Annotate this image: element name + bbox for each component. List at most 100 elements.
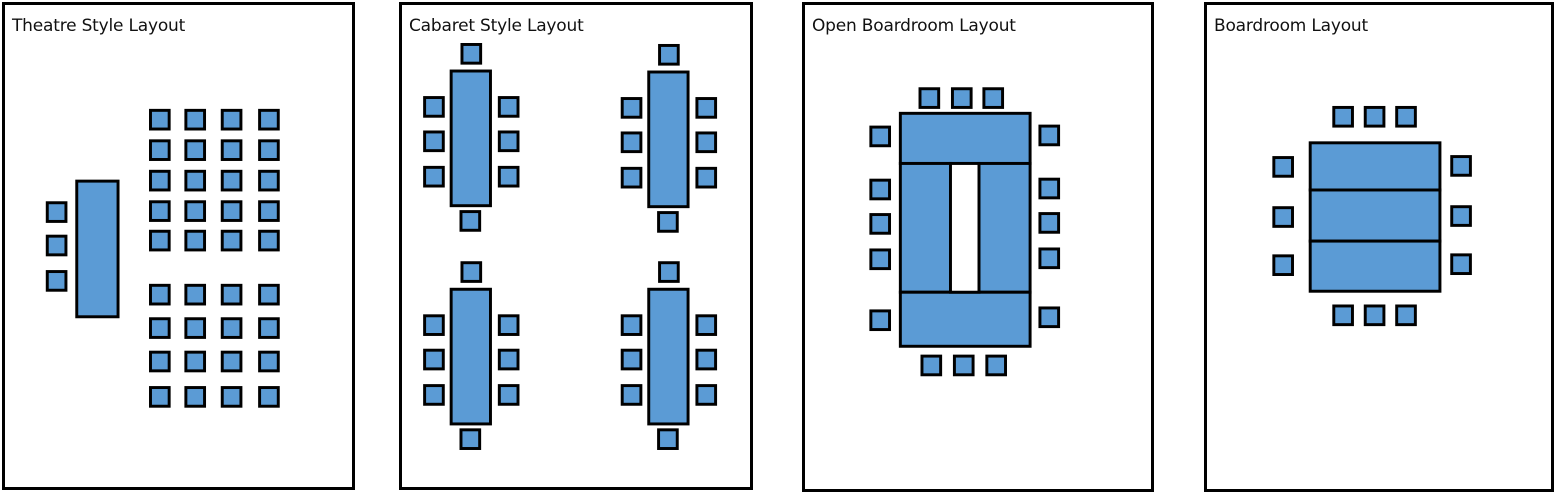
- seat: [220, 200, 243, 222]
- chair: [1450, 205, 1472, 227]
- chair: [1395, 105, 1417, 128]
- chair: [1038, 247, 1061, 270]
- seat: [184, 317, 207, 339]
- chair: [497, 96, 520, 118]
- chair: [695, 166, 718, 189]
- cabaret-table-group: [620, 43, 718, 233]
- chair: [918, 87, 941, 109]
- table: [647, 70, 690, 209]
- presenter-chair: [45, 270, 68, 292]
- boardroom-layout-diagram: [1272, 105, 1472, 327]
- chair: [459, 428, 482, 450]
- seat: [149, 200, 171, 222]
- chair: [1332, 105, 1354, 128]
- chair: [869, 178, 892, 201]
- cabaret-layout-diagram: [423, 43, 718, 450]
- seat: [258, 283, 280, 306]
- chair: [1038, 177, 1061, 200]
- chair: [423, 314, 445, 336]
- seat: [149, 108, 171, 131]
- chair: [620, 348, 643, 371]
- seat: [220, 386, 243, 408]
- seat: [149, 350, 171, 373]
- seat: [149, 386, 171, 408]
- chair: [459, 210, 482, 232]
- chair: [985, 354, 1007, 377]
- seat: [258, 350, 280, 373]
- cabaret-table-group: [423, 261, 520, 450]
- chair: [1363, 304, 1386, 327]
- chair: [620, 314, 643, 336]
- table-segment: [1308, 188, 1442, 243]
- seat: [258, 317, 280, 339]
- seat: [149, 229, 171, 252]
- table-top-segment: [898, 111, 1032, 165]
- audience-seating: [149, 108, 280, 408]
- seat: [184, 229, 207, 252]
- chair: [1038, 306, 1061, 329]
- seat: [184, 139, 207, 161]
- cabaret-table-group: [620, 261, 718, 450]
- theatre-layout-panel: Theatre Style Layout: [2, 2, 355, 490]
- open-boardroom-layout-panel: Open Boardroom Layout: [802, 2, 1154, 492]
- chair: [695, 97, 718, 119]
- chair: [423, 348, 445, 371]
- seat: [220, 139, 243, 161]
- chair: [1272, 206, 1294, 228]
- seat: [220, 283, 243, 306]
- boardroom-layout-panel: Boardroom Layout: [1204, 2, 1554, 492]
- seat: [258, 229, 280, 252]
- open-boardroom-layout-diagram: [869, 87, 1061, 377]
- chair: [657, 211, 679, 233]
- seat: [258, 108, 280, 131]
- seat: [149, 139, 171, 161]
- seat: [149, 317, 171, 339]
- chair: [423, 165, 445, 188]
- chair: [497, 348, 520, 371]
- table-bottom-segment: [898, 290, 1032, 348]
- chair: [920, 354, 943, 377]
- table-segment: [1308, 239, 1442, 293]
- table-left-segment: [898, 161, 952, 294]
- seat: [220, 229, 243, 252]
- chair: [1038, 124, 1061, 147]
- chair: [1332, 304, 1354, 327]
- seat: [258, 169, 280, 192]
- presenter-chair: [45, 201, 68, 223]
- chair: [1363, 105, 1386, 128]
- chair: [460, 261, 483, 283]
- chair: [695, 348, 718, 371]
- panel-title: Cabaret Style Layout: [409, 16, 584, 36]
- seat: [220, 350, 243, 373]
- seat: [258, 386, 280, 408]
- table: [449, 287, 492, 426]
- chair: [620, 131, 643, 154]
- panel-title: Open Boardroom Layout: [812, 16, 1016, 36]
- chair: [1272, 254, 1294, 276]
- chair: [497, 384, 520, 406]
- table-segment: [1308, 141, 1442, 192]
- table-right-segment: [977, 161, 1032, 294]
- seat: [184, 350, 207, 373]
- chair: [620, 97, 643, 119]
- chair: [982, 87, 1005, 109]
- chair: [1450, 155, 1472, 177]
- chair: [952, 354, 975, 377]
- open-center: [949, 161, 981, 294]
- chair: [657, 428, 679, 450]
- panel-title: Boardroom Layout: [1214, 16, 1368, 36]
- chair: [423, 384, 445, 406]
- chair: [658, 261, 680, 283]
- seat: [184, 169, 207, 192]
- table: [647, 287, 690, 426]
- seat: [184, 283, 207, 306]
- seat: [220, 108, 243, 131]
- chair: [423, 130, 445, 153]
- chair: [497, 130, 520, 153]
- seat: [149, 283, 171, 306]
- cabaret-table-group: [423, 43, 520, 232]
- chair: [869, 125, 892, 148]
- seat: [184, 200, 207, 222]
- chair: [869, 309, 892, 332]
- presenter-table: [75, 179, 120, 319]
